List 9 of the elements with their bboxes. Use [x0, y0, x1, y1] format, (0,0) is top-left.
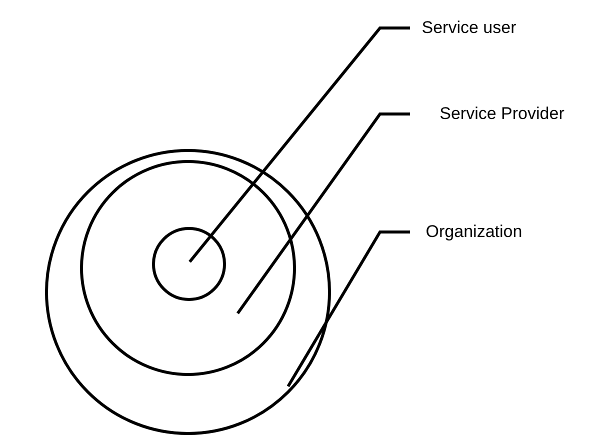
leader-line [188, 26, 410, 263]
ring-circle [80, 160, 296, 376]
ring-circle [152, 227, 226, 301]
leader-line [286, 230, 410, 388]
ring-label: Organization [414, 221, 534, 243]
ring-label: Service user [414, 17, 524, 39]
leader-line [236, 112, 410, 314]
ring-label: Service Provider [414, 103, 590, 125]
ring-circle [45, 149, 331, 435]
